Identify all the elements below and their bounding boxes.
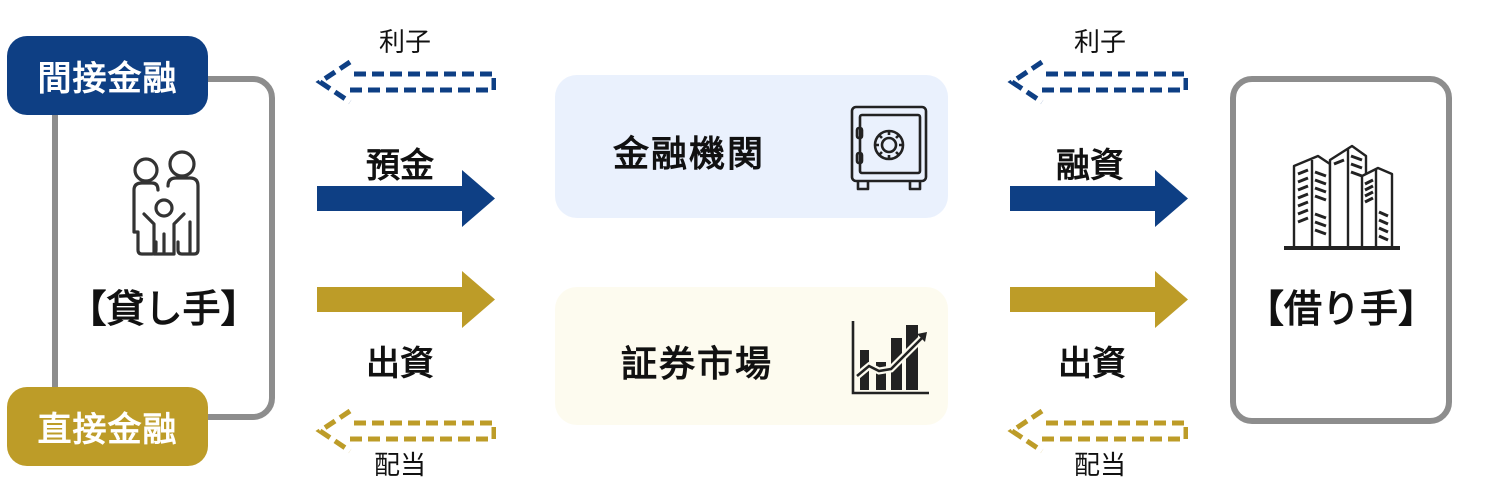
- borrower-box: 【借り手】: [1230, 76, 1452, 424]
- loan-label: 融資: [1056, 146, 1124, 186]
- family-icon: [128, 150, 204, 260]
- interest-return-arrow-right: [1006, 56, 1188, 106]
- lender-label: 【貸し手】: [68, 287, 259, 331]
- dividend-return-arrow-left: [314, 405, 496, 455]
- securities-market-label: 証券市場: [621, 344, 774, 385]
- direct-finance-badge: 直接金融: [7, 387, 208, 466]
- investment-arrow-right: [1010, 271, 1188, 328]
- financial-institution-box: 金融機関: [555, 75, 948, 218]
- borrower-label: 【借り手】: [1245, 287, 1436, 331]
- lender-box: 【貸し手】: [52, 76, 275, 420]
- financial-institution-label: 金融機関: [613, 134, 766, 175]
- safe-icon: [850, 105, 928, 193]
- dividend-return-arrow-right: [1006, 405, 1188, 455]
- interest-label-left: 利子: [378, 28, 431, 58]
- loan-arrow: [1010, 170, 1188, 227]
- dividend-label-left: 配当: [373, 451, 426, 481]
- deposit-arrow: [317, 170, 495, 227]
- buildings-icon: [1284, 142, 1400, 252]
- securities-market-box: 証券市場: [555, 287, 948, 425]
- bar-chart-growth-icon: [851, 319, 931, 397]
- interest-return-arrow-left: [314, 56, 496, 106]
- investment-label-right: 出資: [1058, 344, 1126, 384]
- deposit-label: 預金: [366, 146, 434, 186]
- investment-arrow-left: [317, 271, 495, 328]
- dividend-label-right: 配当: [1073, 451, 1126, 481]
- indirect-finance-badge: 間接金融: [7, 36, 208, 115]
- interest-label-right: 利子: [1073, 28, 1126, 58]
- investment-label-left: 出資: [366, 344, 434, 384]
